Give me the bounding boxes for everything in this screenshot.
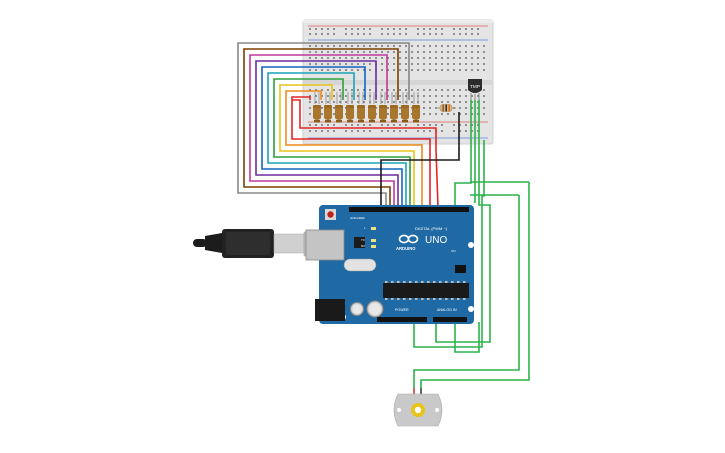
sensor-label: TMP <box>470 84 480 90</box>
led <box>412 92 420 123</box>
led <box>401 92 409 123</box>
analog-header <box>433 317 467 322</box>
led-row <box>313 92 420 123</box>
gnd-label: GND <box>350 216 358 220</box>
arduino-logo-icon <box>398 234 419 244</box>
led-wire <box>249 54 395 207</box>
brand-label: ARDUINO <box>396 246 416 251</box>
ground-wire <box>380 112 460 207</box>
led-wire <box>255 60 399 207</box>
on-label: ON <box>451 249 456 253</box>
led <box>368 92 376 123</box>
power-jack <box>315 299 345 321</box>
led-wire <box>285 90 423 207</box>
arduino-uno-board: DIGITAL (PWM ~) L TX RX ON ARDUINO UNO P… <box>305 205 474 324</box>
led <box>390 92 398 123</box>
led <box>313 92 321 123</box>
led-wire <box>261 66 403 207</box>
dc-motor-icon <box>393 388 443 427</box>
digital-header <box>349 207 469 212</box>
led <box>379 92 387 123</box>
atmega-chip <box>383 283 469 298</box>
reset-button-icon <box>325 209 336 220</box>
power-header <box>377 317 427 322</box>
led-wire <box>237 42 410 207</box>
led-wire <box>273 78 411 207</box>
model-label: UNO <box>425 235 447 246</box>
led <box>324 92 332 123</box>
led-wire <box>291 96 431 207</box>
digital-header-label: DIGITAL (PWM ~) <box>415 226 448 231</box>
led-wire <box>267 72 407 207</box>
rx-label: RX <box>361 244 365 248</box>
temperature-sensor: TMP <box>468 79 482 100</box>
l-label: L <box>364 226 366 230</box>
analog-header-label: ANALOG IN <box>437 308 457 312</box>
power-header-label: POWER <box>395 308 409 312</box>
led <box>357 92 365 123</box>
resistor <box>436 104 456 112</box>
usb-port <box>305 229 345 261</box>
led <box>346 92 354 123</box>
led-wire <box>243 48 399 207</box>
led <box>335 92 343 123</box>
tx-label: TX <box>361 238 365 242</box>
aref-label: AREF <box>357 216 365 220</box>
